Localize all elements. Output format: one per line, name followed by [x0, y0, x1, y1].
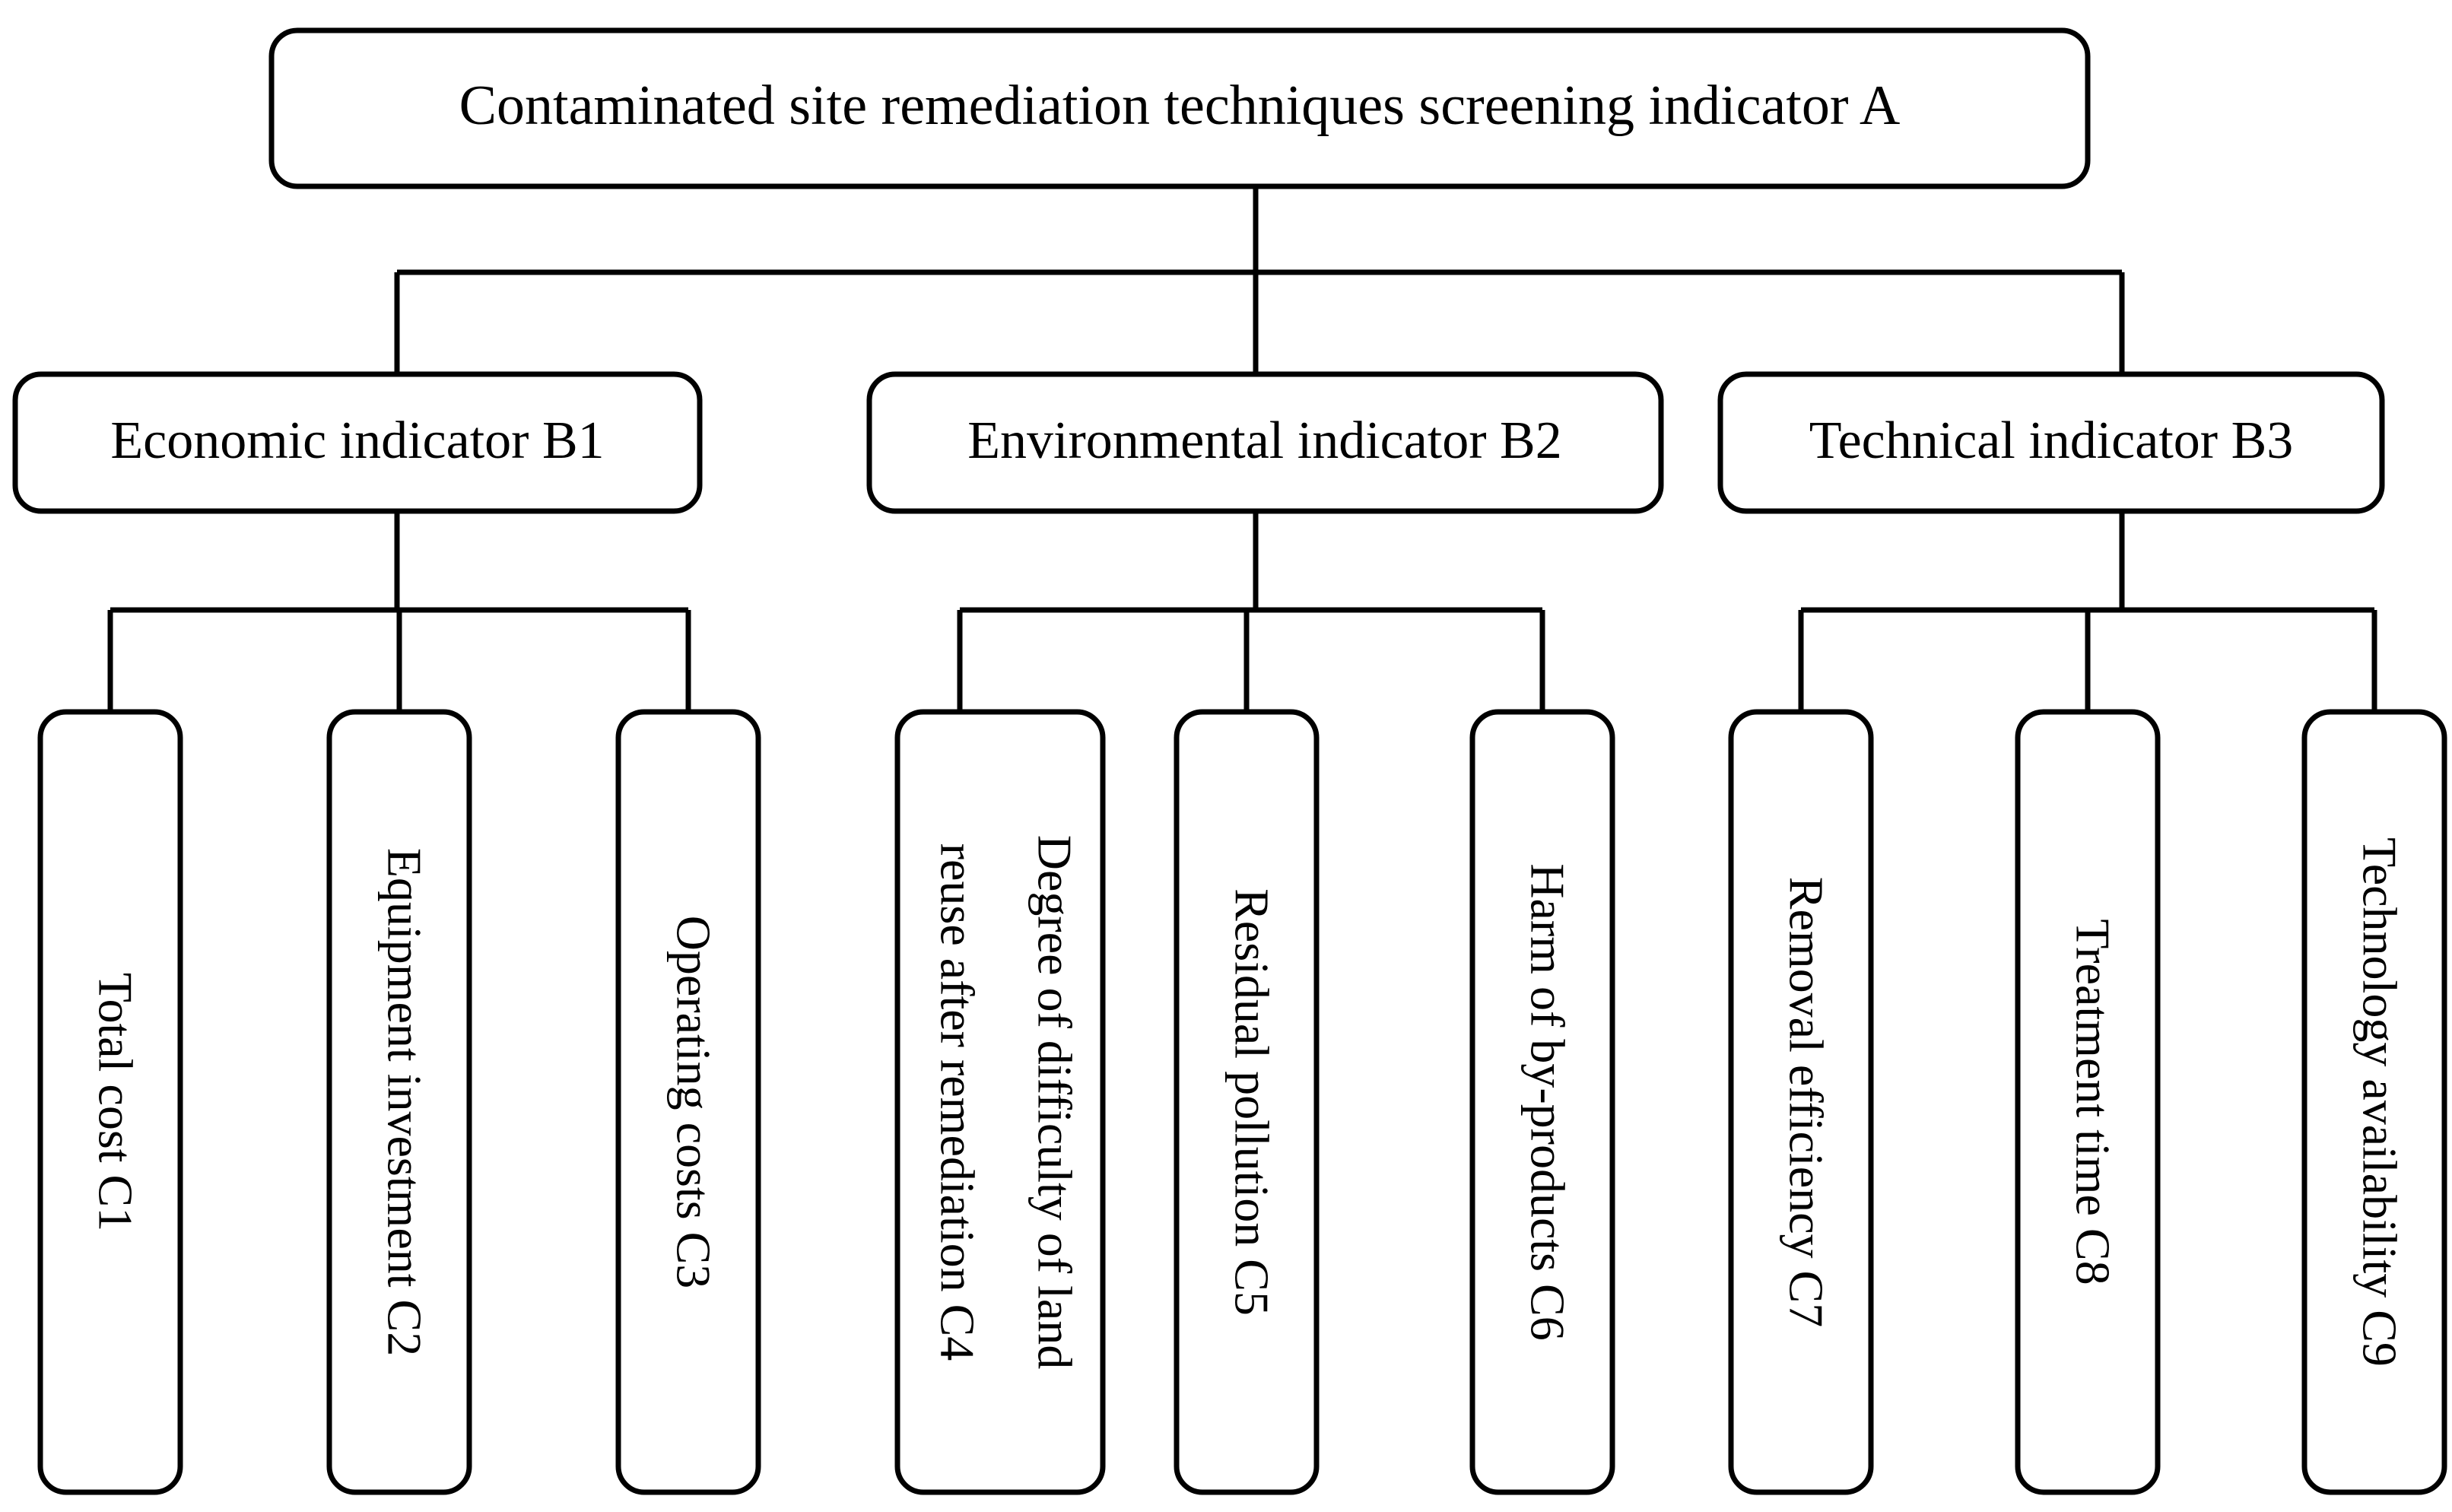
node-b3-box — [1717, 371, 2385, 514]
node-c2-box — [326, 709, 472, 1495]
connector-group-b1-to-leaves — [107, 511, 691, 712]
connector-group-b2-to-leaves — [957, 511, 1545, 712]
node-c1-leaf[interactable]: Total cost C1 — [37, 709, 183, 1495]
node-a-root[interactable]: Contaminated site remediation techniques… — [268, 27, 2091, 189]
node-c8-box — [2015, 709, 2161, 1495]
node-c8-label: Treatment time C8 — [2066, 919, 2120, 1285]
node-c4-box — [894, 709, 1106, 1495]
node-b2-label: Environmental indicator B2 — [967, 411, 1561, 470]
node-b3-label: Technical indicator B3 — [1809, 411, 2294, 470]
connector-group-root-to-branches — [394, 186, 2125, 374]
node-c6-leaf[interactable]: Harm of by-products C6 — [1469, 709, 1615, 1495]
node-b2-box — [866, 371, 1664, 514]
node-c9-label: Technology availability C9 — [2352, 837, 2406, 1367]
node-b1-branch[interactable]: Economic indicator B1 — [12, 371, 703, 514]
node-c4-label-line1: Degree of difficulty of land — [1027, 835, 1081, 1370]
node-c3-box — [615, 709, 761, 1495]
node-c3-label: Operating costs C3 — [666, 916, 720, 1289]
node-c4-leaf[interactable]: Degree of difficulty of land reuse after… — [894, 709, 1106, 1495]
node-b2-branch[interactable]: Environmental indicator B2 — [866, 371, 1664, 514]
node-c1-label: Total cost C1 — [88, 973, 142, 1231]
node-b1-box — [12, 371, 703, 514]
node-c7-leaf[interactable]: Removal efficiency C7 — [1728, 709, 1874, 1495]
node-c6-label: Harm of by-products C6 — [1520, 863, 1574, 1340]
node-c6-box — [1469, 709, 1615, 1495]
node-c5-leaf[interactable]: Residual pollution C5 — [1174, 709, 1320, 1495]
node-c1-box — [37, 709, 183, 1495]
node-c7-label: Removal efficiency C7 — [1779, 877, 1833, 1327]
node-b1-label: Economic indicator B1 — [110, 411, 604, 470]
node-c2-label: Equipment investment C2 — [377, 848, 431, 1356]
node-a-label: Contaminated site remediation techniques… — [459, 75, 1901, 137]
node-c9-box — [2301, 709, 2447, 1495]
node-c5-label: Residual pollution C5 — [1224, 888, 1278, 1316]
node-c9-leaf[interactable]: Technology availability C9 — [2301, 709, 2447, 1495]
node-c5-box — [1174, 709, 1320, 1495]
connector-group-b3-to-leaves — [1798, 511, 2377, 712]
node-c8-leaf[interactable]: Treatment time C8 — [2015, 709, 2161, 1495]
node-a-box — [268, 27, 2091, 189]
node-c2-leaf[interactable]: Equipment investment C2 — [326, 709, 472, 1495]
node-c4-label-line2: reuse after remediation C4 — [930, 843, 984, 1361]
node-c7-box — [1728, 709, 1874, 1495]
node-b3-branch[interactable]: Technical indicator B3 — [1717, 371, 2385, 514]
node-c3-leaf[interactable]: Operating costs C3 — [615, 709, 761, 1495]
